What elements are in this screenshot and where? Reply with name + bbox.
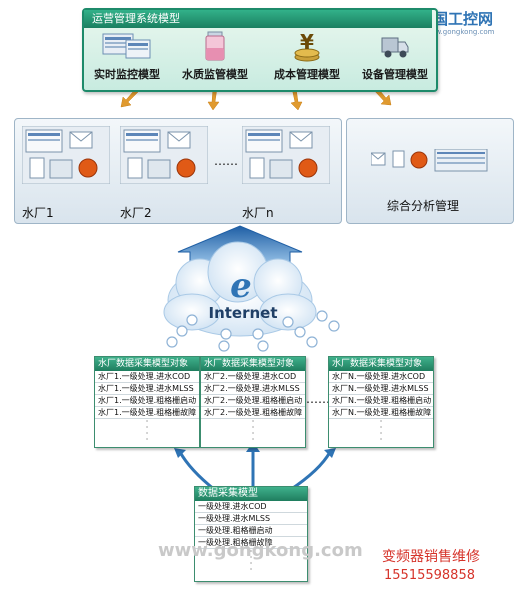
- operations-model-title: 运营管理系统模型: [84, 10, 432, 28]
- collect-model-box: 数据采集模型 一级处理.进水COD 一级处理.进水MLSS 一级处理.粗格栅启动…: [194, 486, 308, 582]
- brand-line-1: 变频器销售维修: [382, 549, 480, 565]
- data-row: 一级处理.进水COD: [195, 501, 307, 513]
- data-row: 水厂2.一级处理.进水MLSS: [201, 383, 305, 395]
- data-row: 水厂N.一级处理.进水MLSS: [329, 383, 433, 395]
- collect-model-title: 数据采集模型: [195, 487, 307, 501]
- data-row: 一级处理.粗格栅启动: [195, 525, 307, 537]
- analysis-label: 综合分析管理: [387, 199, 460, 213]
- data-row: 水厂2.一级处理.粗格栅故障: [201, 407, 305, 419]
- internet-cloud: [163, 241, 317, 337]
- data-box-title: 水厂数据采集模型对象: [201, 357, 305, 371]
- plant-screens-icon: [120, 126, 208, 184]
- svg-text:¥: ¥: [300, 30, 314, 54]
- data-row: 一级处理.粗格栅故障: [195, 537, 307, 549]
- data-row: 水厂1.一级处理.进水MLSS: [95, 383, 199, 395]
- yen-coins-icon: ¥: [294, 30, 320, 62]
- boxes-ellipsis: ……: [306, 392, 330, 406]
- plant-data-box-n: 水厂数据采集模型对象 水厂N.一级处理.进水COD 水厂N.一级处理.进水MLS…: [328, 356, 434, 448]
- internet-label: Internet: [208, 304, 278, 322]
- module-water-quality: 水质监管模型: [176, 30, 254, 86]
- data-row: 一级处理.进水MLSS: [195, 513, 307, 525]
- module-label: 成本管理模型: [274, 68, 340, 81]
- data-row: 水厂1.一级处理.粗格栅启动: [95, 395, 199, 407]
- data-row: 水厂2.一级处理.进水COD: [201, 371, 305, 383]
- more-rows-dots: ····: [251, 417, 255, 444]
- plant-screens-icon: [22, 126, 110, 184]
- data-row: 水厂1.一级处理.粗格栅故障: [95, 407, 199, 419]
- more-rows-dots: ····: [249, 547, 253, 574]
- more-rows-dots: ····: [145, 417, 149, 444]
- water-beaker-icon: [205, 31, 225, 61]
- blue-arrows: [178, 451, 332, 492]
- plant-label: 水厂1: [22, 206, 54, 220]
- plant-1: 水厂1: [20, 124, 116, 220]
- logo-url: www.gongkong.com: [424, 28, 495, 36]
- data-row: 水厂N.一级处理.粗格栅故障: [329, 407, 433, 419]
- monitor-screens-icon: [102, 33, 151, 59]
- data-row: 水厂1.一级处理.进水COD: [95, 371, 199, 383]
- brand-line-2: 15515598858: [384, 568, 475, 583]
- data-row: 水厂2.一级处理.粗格栅启动: [201, 395, 305, 407]
- module-label: 实时监控模型: [94, 68, 160, 81]
- watermark: www.gongkong.com: [158, 540, 363, 561]
- more-rows-dots: ····: [379, 417, 383, 444]
- internet-e-icon: e: [230, 266, 252, 306]
- operations-model-panel: 运营管理系统模型 实时监控模型 水质监管模型 ¥ 成本管理模型: [82, 8, 438, 92]
- analysis-panel: 综合分析管理: [346, 118, 514, 224]
- analysis-tools-icon: [371, 149, 488, 172]
- plant-label: 水厂n: [242, 206, 274, 220]
- plant-screens-icon: [242, 126, 330, 184]
- data-box-title: 水厂数据采集模型对象: [95, 357, 199, 371]
- module-label: 水质监管模型: [182, 68, 248, 81]
- module-label: 设备管理模型: [362, 68, 428, 81]
- module-cost-management: ¥ 成本管理模型: [268, 30, 346, 86]
- data-box-title: 水厂数据采集模型对象: [329, 357, 433, 371]
- data-row: 水厂N.一级处理.进水COD: [329, 371, 433, 383]
- module-realtime-monitor: 实时监控模型: [88, 30, 166, 86]
- module-equipment-management: 设备管理模型: [356, 30, 434, 86]
- plant-n: 水厂n: [240, 124, 336, 220]
- plant-label: 水厂2: [120, 206, 152, 220]
- plant-data-box-2: 水厂数据采集模型对象 水厂2.一级处理.进水COD 水厂2.一级处理.进水MLS…: [200, 356, 306, 448]
- plant-data-box-1: 水厂数据采集模型对象 水厂1.一级处理.进水COD 水厂1.一级处理.进水MLS…: [94, 356, 200, 448]
- blue-arrow-right: [289, 451, 332, 492]
- bubble-chains: [166, 310, 340, 352]
- blue-arrow-left: [178, 451, 216, 492]
- data-row: 水厂N.一级处理.粗格栅启动: [329, 395, 433, 407]
- equipment-truck-icon: [381, 37, 409, 58]
- plant-2: 水厂2: [118, 124, 214, 220]
- plants-ellipsis: ……: [214, 154, 238, 168]
